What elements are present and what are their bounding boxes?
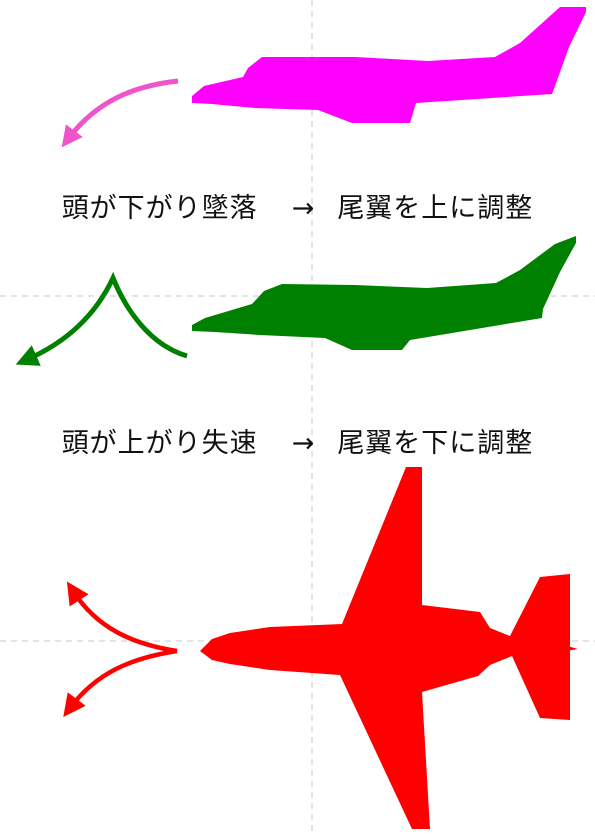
stall-arrow-text: → <box>291 428 316 459</box>
dive-caption: 頭が下がり墜落 → 尾翼を上に調整 <box>0 186 595 225</box>
stall-problem-text: 頭が上がり失速 <box>61 428 258 459</box>
stall-caption: 頭が上がり失速 → 尾翼を下に調整 <box>0 421 595 460</box>
dive-arrow-text: → <box>291 193 316 224</box>
yaw-arrow-down-icon <box>63 648 178 717</box>
stall-arrow-icon <box>15 271 188 366</box>
dive-problem-text: 頭が下がり墜落 <box>61 193 258 224</box>
yaw-plane-icon <box>200 467 578 829</box>
dive-fix-text: 尾翼を上に調整 <box>337 193 534 224</box>
dive-arrow-icon <box>61 78 179 148</box>
stall-fix-text: 尾翼を下に調整 <box>337 428 534 459</box>
yaw-arrow-up-icon <box>66 581 178 654</box>
stall-plane-icon <box>192 236 576 350</box>
dive-plane-icon <box>192 7 586 123</box>
